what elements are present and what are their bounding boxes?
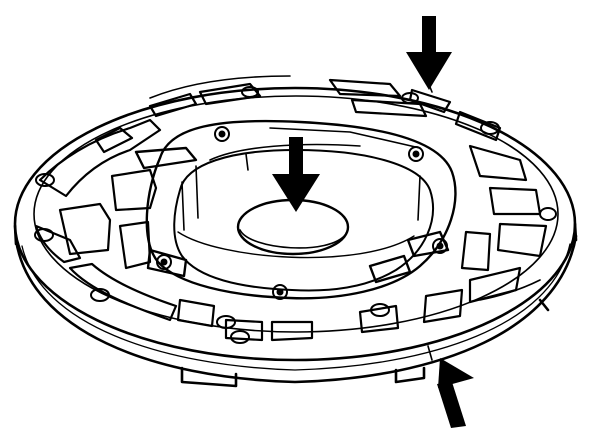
outer-passages	[33, 75, 559, 342]
boss-bolt-holes	[156, 126, 448, 300]
arrow-top-right	[406, 16, 452, 90]
plate-rim	[13, 86, 578, 388]
arrow-bottom-right	[437, 358, 474, 428]
bolt-holes	[34, 86, 557, 344]
center-bore	[236, 198, 350, 256]
arrow-center	[272, 137, 320, 212]
